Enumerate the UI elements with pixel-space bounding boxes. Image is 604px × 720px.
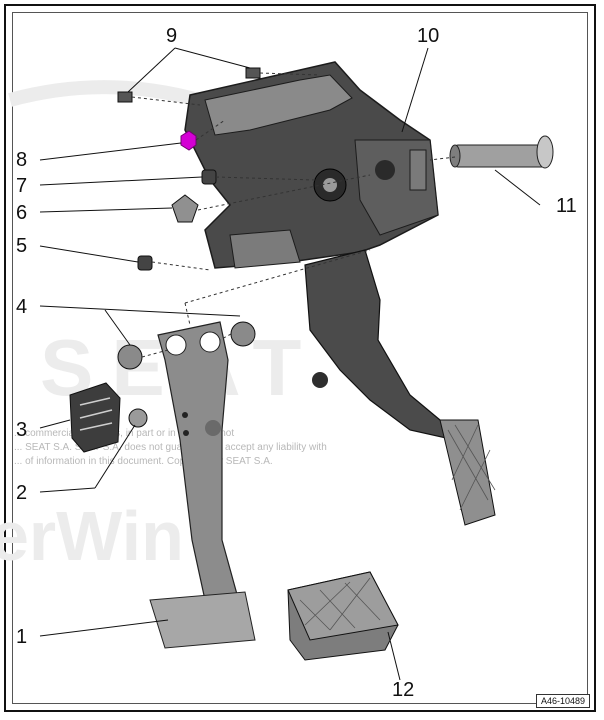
reference-code: A46-10489 (535, 694, 590, 708)
small-parts (69, 67, 261, 453)
bush-4a (117, 344, 143, 370)
callout-10: 10 (417, 25, 440, 47)
callout-8: 8 (16, 149, 28, 171)
pedal-bracket (184, 61, 439, 269)
bush-5 (137, 255, 153, 271)
bush-7 (201, 169, 217, 185)
watermark-line-3: ... of information in this document. Cop… (14, 456, 273, 467)
callout-11: 11 (556, 195, 577, 217)
callout-5: 5 (16, 235, 28, 257)
callout-1: 1 (16, 626, 28, 648)
clip-9b (245, 67, 261, 79)
clutch-pedal (149, 321, 256, 649)
callout-9: 9 (166, 25, 178, 47)
callout-4: 4 (16, 296, 28, 318)
brake-pedal (304, 249, 496, 526)
pedal-pad (287, 571, 399, 661)
callout-3: 3 (16, 419, 28, 441)
watermark-line-1: ... commercial purposes, in part or in w… (14, 428, 235, 439)
callout-6: 6 (16, 202, 28, 224)
clip-9a (117, 91, 133, 103)
pivot-pin (449, 135, 554, 169)
bush-4b (230, 321, 256, 347)
watermark-line-2: ... SEAT S.A. SEAT S.A. does not guarant… (14, 442, 327, 453)
diagram-inner-border (12, 12, 588, 704)
spring-3 (69, 382, 121, 453)
svg-text:erWin: erWin (0, 497, 184, 575)
callout-7: 7 (16, 175, 28, 197)
spring-6 (171, 194, 199, 223)
callout-2: 2 (16, 482, 28, 504)
nut-8 (180, 130, 197, 151)
leader-lines (39, 47, 541, 681)
ball-2 (128, 408, 148, 428)
callout-12: 12 (392, 679, 415, 701)
assembly-lines (131, 72, 456, 358)
